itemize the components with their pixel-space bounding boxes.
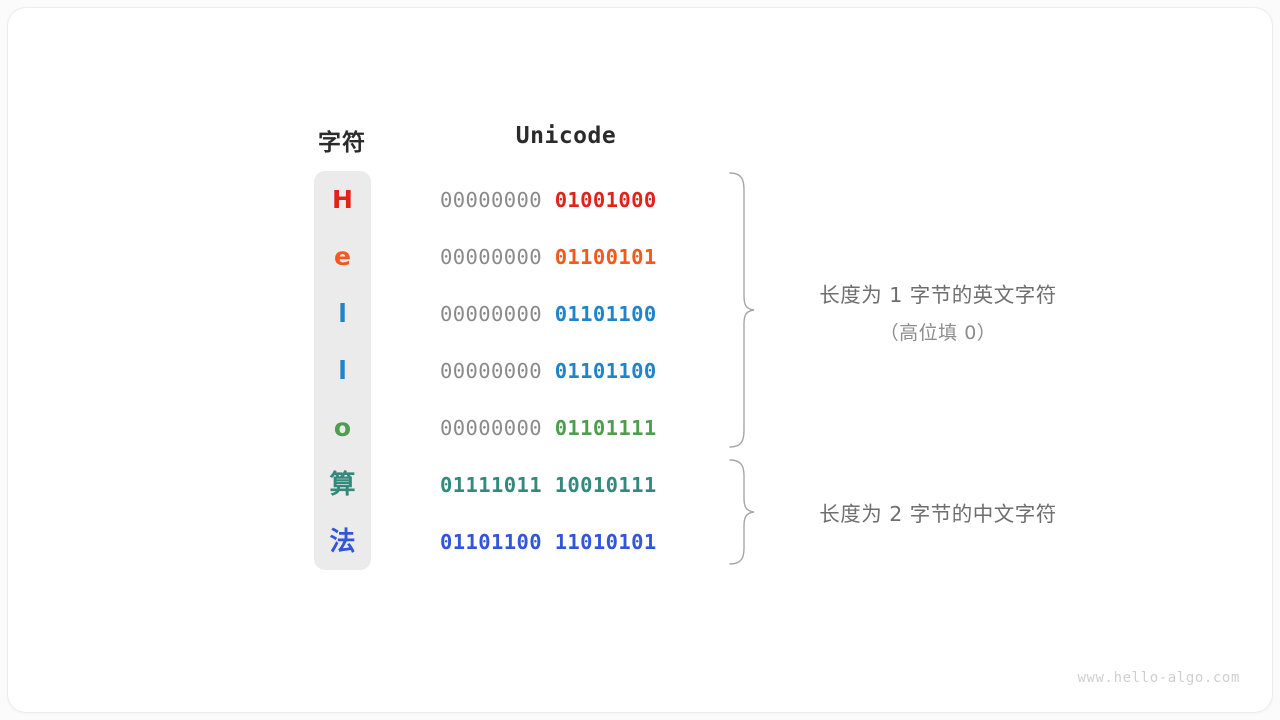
annotation-english-bytes: 长度为 1 字节的英文字符 （高位填 0） xyxy=(778,278,1098,345)
column-header-character: 字符 xyxy=(318,129,366,155)
byte-separator xyxy=(542,416,555,440)
high-byte: 00000000 xyxy=(440,415,542,440)
character-column: H e l l o 算 法 xyxy=(314,171,371,570)
column-header-unicode: Unicode xyxy=(515,123,617,149)
high-byte: 01101100 xyxy=(440,529,542,554)
byte-separator xyxy=(542,473,555,497)
binary-row: 00000000 01101100 xyxy=(440,285,700,342)
binary-row: 01101100 11010101 xyxy=(440,513,700,570)
byte-separator xyxy=(542,530,555,554)
character-cell: e xyxy=(334,242,351,271)
byte-separator xyxy=(542,188,555,212)
high-byte: 00000000 xyxy=(440,358,542,383)
character-cell: H xyxy=(332,185,353,214)
low-byte: 10010111 xyxy=(554,472,657,497)
low-byte: 01101100 xyxy=(554,301,657,326)
byte-separator xyxy=(542,302,555,326)
annotation-line-2: （高位填 0） xyxy=(879,322,997,344)
annotation-line-1: 长度为 2 字节的中文字符 xyxy=(819,502,1057,526)
byte-separator xyxy=(542,245,555,269)
character-cell: l xyxy=(338,356,347,385)
character-cell: l xyxy=(338,299,347,328)
binary-row: 00000000 01101111 xyxy=(440,399,700,456)
character-cell: 法 xyxy=(329,526,356,557)
brace-english-icon xyxy=(729,172,755,448)
character-cell: 算 xyxy=(329,469,356,500)
binary-row: 01111011 10010111 xyxy=(440,456,700,513)
low-byte: 01001000 xyxy=(554,187,657,212)
annotation-chinese-bytes: 长度为 2 字节的中文字符 xyxy=(778,497,1098,527)
binary-row: 00000000 01100101 xyxy=(440,228,700,285)
watermark: www.hello-algo.com xyxy=(1077,670,1240,686)
high-byte: 00000000 xyxy=(440,244,542,269)
high-byte: 00000000 xyxy=(440,187,542,212)
low-byte: 11010101 xyxy=(554,529,657,554)
annotation-line-1: 长度为 1 字节的英文字符 xyxy=(819,283,1057,307)
high-byte: 00000000 xyxy=(440,301,542,326)
brace-chinese-icon xyxy=(729,459,755,565)
low-byte: 01101100 xyxy=(554,358,657,383)
binary-row: 00000000 01001000 xyxy=(440,171,700,228)
low-byte: 01101111 xyxy=(554,415,657,440)
character-cell: o xyxy=(333,413,352,442)
low-byte: 01100101 xyxy=(554,244,657,269)
figure-card: 字符 Unicode H e l l o 算 法 00000000 010010… xyxy=(8,8,1272,712)
byte-separator xyxy=(542,359,555,383)
high-byte: 01111011 xyxy=(440,472,542,497)
binary-row: 00000000 01101100 xyxy=(440,342,700,399)
